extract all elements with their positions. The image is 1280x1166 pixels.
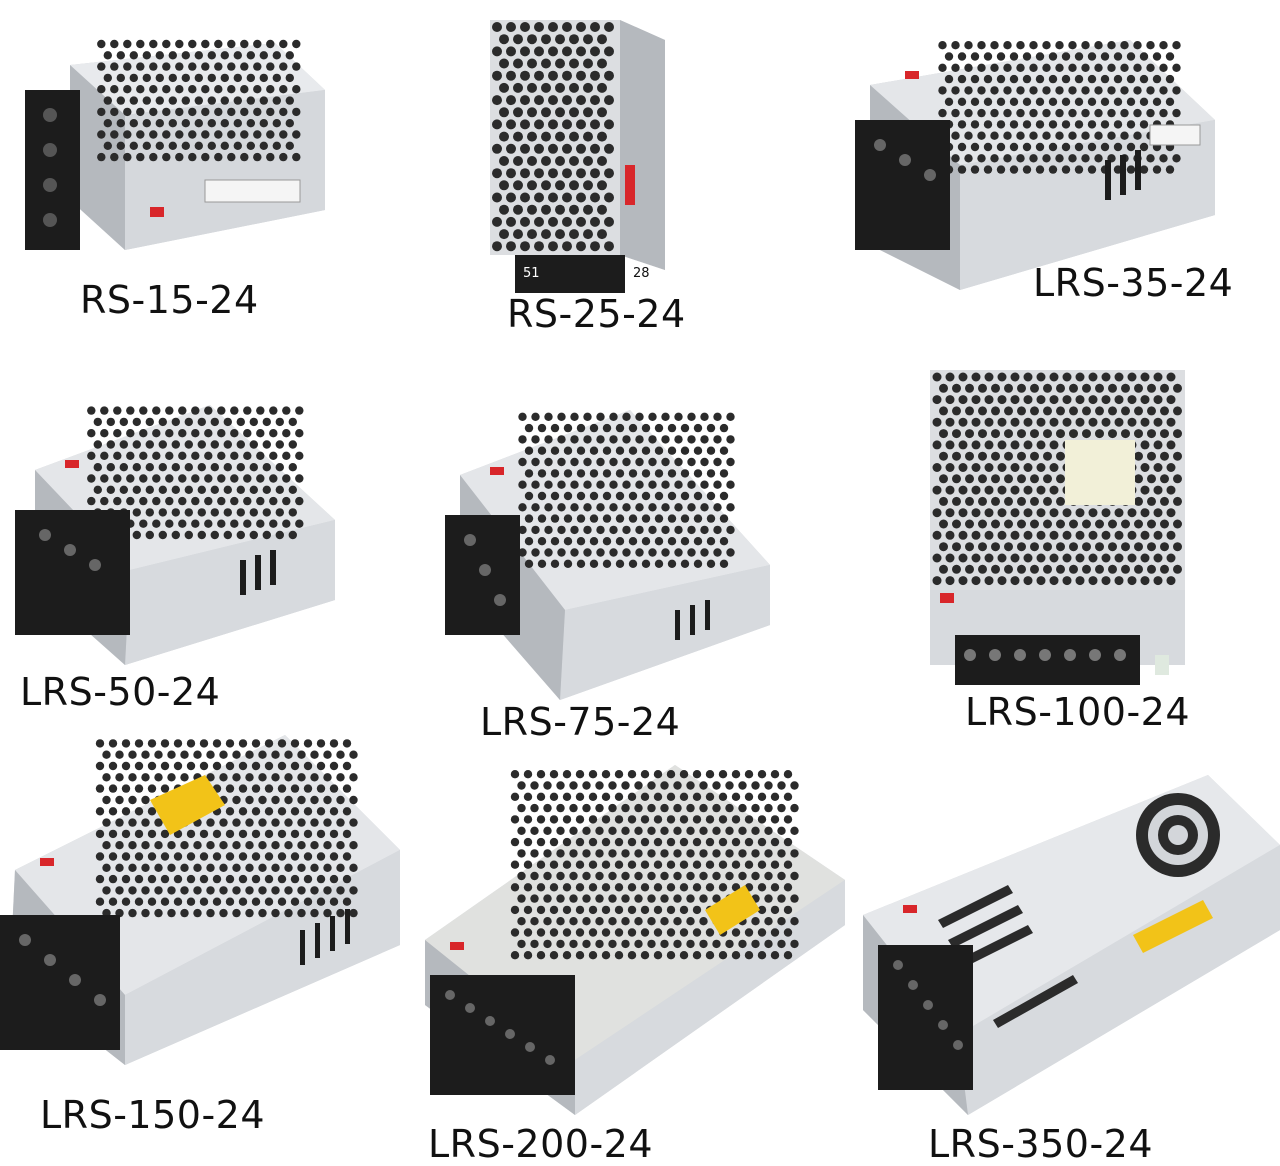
product-label: LRS-200-24 [428,1122,654,1166]
product-label: LRS-75-24 [480,700,681,744]
product-label: RS-15-24 [80,278,259,322]
psu-lrs-100-24-image [925,365,1190,690]
psu-lrs-200-24-image [405,760,845,1115]
product-label: LRS-35-24 [1033,261,1234,305]
product-label: LRS-350-24 [928,1122,1154,1166]
psu-lrs-350-24-image [858,770,1280,1115]
psu-rs-25-24-image: 51 28 [485,15,670,295]
psu-lrs-150-24-image [0,730,400,1065]
svg-text:28: 28 [633,266,650,281]
psu-lrs-75-24-image [440,405,770,700]
psu-rs-15-24-image [25,35,330,260]
product-label: LRS-50-24 [20,670,221,714]
psu-lrs-35-24-image [850,35,1220,290]
product-label: RS-25-24 [507,292,686,336]
psu-lrs-50-24-image [10,400,335,665]
product-label: LRS-100-24 [965,690,1191,734]
svg-text:51: 51 [523,266,540,281]
product-label: LRS-150-24 [40,1093,266,1137]
